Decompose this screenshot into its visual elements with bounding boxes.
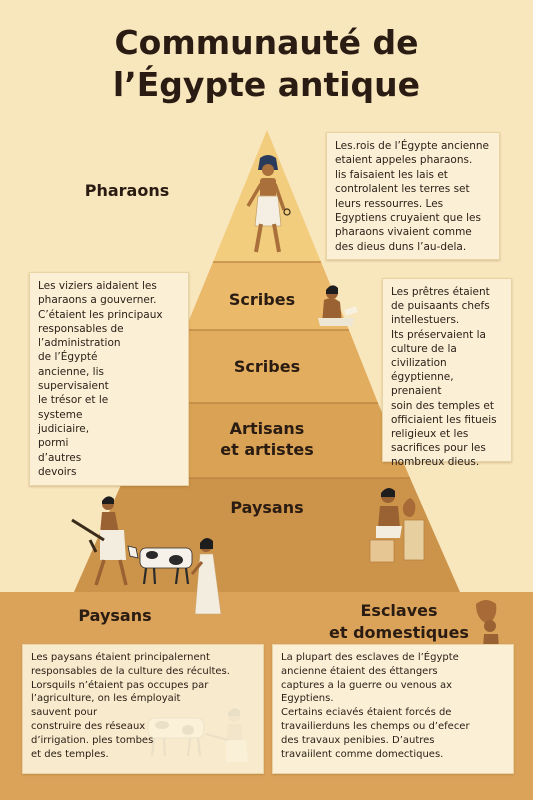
info-box-paysans: Les paysans étaient principalernent resp…: [22, 644, 264, 774]
potter-icon: [369, 487, 425, 563]
tier-label-esclaves-line-2: et domestiques: [329, 623, 469, 642]
tier-label-scribes-upper: Scribes: [228, 290, 296, 309]
tier-label-artisans-line-1: Artisans: [229, 419, 305, 438]
scribe-icon: [318, 285, 358, 326]
tier-label-paysans-pyramid: Paysans: [230, 498, 304, 517]
cow-icon: [127, 545, 193, 585]
pharaoh-icon: [246, 155, 291, 253]
info-box-vizirs: Les viziers aidaient les pharaons a gouv…: [29, 272, 189, 486]
info-box-esclaves: La plupart des esclaves de l’Égypte anci…: [272, 644, 514, 774]
tier-label-paysans-base: Paysans: [78, 606, 152, 625]
tier-artisans: [124, 403, 410, 478]
title-line-1: Communauté de: [114, 23, 419, 62]
tier-label-pharaons: Pharaons: [84, 181, 170, 200]
tier-scribes-upper: [185, 262, 349, 330]
tier-scribes: [156, 330, 378, 403]
farmer-icon: [71, 496, 128, 586]
tier-label-esclaves-line-1: Esclaves: [360, 601, 438, 620]
tier-label-artisans-line-2: et artistes: [220, 440, 314, 459]
tier-label-artisans: Artisans et artistes: [200, 418, 334, 460]
title-line-2: l’Égypte antique: [112, 65, 421, 104]
tier-label-esclaves: Esclaves et domestiques: [318, 600, 480, 644]
page-title: Communauté de l’Égypte antique: [0, 22, 533, 106]
tier-label-scribes: Scribes: [233, 357, 301, 376]
peasant-woman-icon: [190, 537, 222, 615]
tier-paysans: [74, 478, 460, 592]
info-box-pharaons: Les.rois de l’Égypte ancienne etaient ap…: [326, 132, 500, 260]
info-box-pretres: Les prêtres étaient de puisaants chefs i…: [382, 278, 512, 468]
